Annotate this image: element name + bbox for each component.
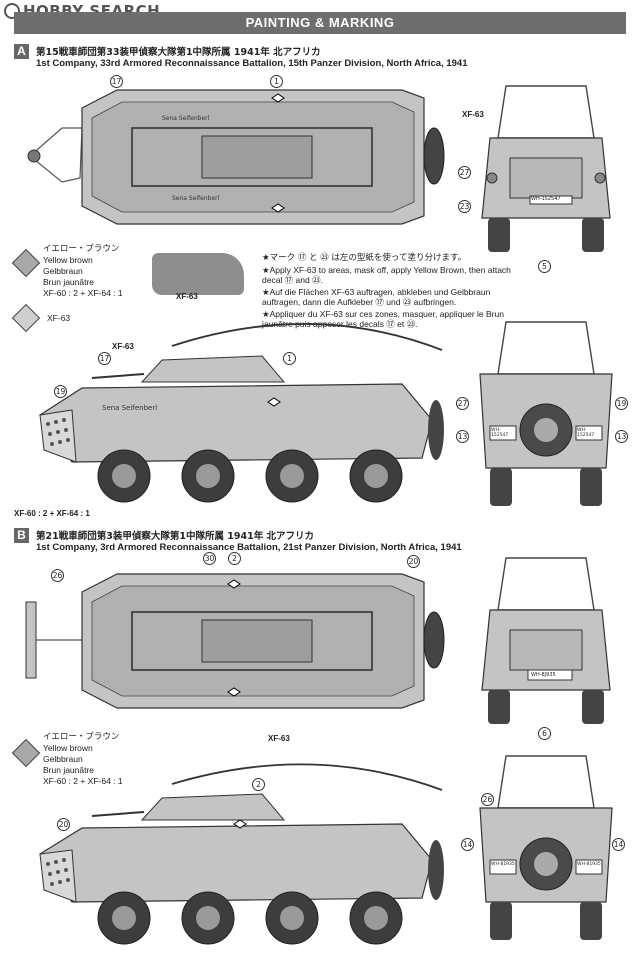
- callout-1-side: 1: [283, 352, 296, 365]
- section-a-front-view: [481, 85, 611, 252]
- section-a-title-en: 1st Company, 33rd Armored Reconnaissance…: [36, 58, 468, 69]
- front-a-plate: WH-152547: [531, 196, 561, 202]
- callout-13-rear-right: 13: [615, 430, 628, 443]
- yellow-brown-swatch-a: [11, 248, 41, 278]
- callout-27: 27: [458, 166, 471, 179]
- rear-b-plate-right: WH-81935: [577, 862, 601, 867]
- svg-text:Sena Seifenberl: Sena Seifenberl: [162, 115, 210, 122]
- section-a-top-view: Sena Seifenberl Sena Seifenberl: [27, 89, 445, 225]
- callout-26: 26: [51, 569, 64, 582]
- callout-19-rear: 19: [615, 397, 628, 410]
- section-b-front-view: [481, 557, 611, 724]
- callout-26-rear: 26: [481, 793, 494, 806]
- mask-template-shape: [152, 253, 244, 295]
- rear-a-plate-right: WH-152547: [577, 428, 595, 438]
- callout-5: 5: [538, 260, 551, 273]
- section-a-title-jp: 第15戦車師団第33装甲偵察大隊第1中隊所属 1941年 北アフリカ: [36, 47, 321, 58]
- front-a-paint-label: XF-63: [462, 110, 484, 119]
- instruction-notes: ★マーク ⑰ と ㉓ は左の型紙を使って塗り分けます。 ★Apply XF-63…: [262, 253, 511, 329]
- callout-14-rear-left: 14: [461, 838, 474, 851]
- callout-20-side: 20: [57, 818, 70, 831]
- section-b-title-en: 1st Company, 3rd Armored Reconnaissance …: [36, 542, 462, 553]
- section-b-top-view: [25, 573, 445, 709]
- section-a-rear-view: [479, 321, 613, 506]
- rear-b-plate-left: WH-81935: [491, 862, 515, 867]
- svg-text:Sena Seifenberl: Sena Seifenberl: [102, 404, 157, 412]
- legend-b: イエロー・ブラウン Yellow brown Gelbbraun Brun ja…: [43, 732, 123, 786]
- callout-2-side: 2: [252, 778, 265, 791]
- section-b-side-view: [39, 763, 444, 945]
- logo-icon: [4, 3, 20, 19]
- callout-19-side: 19: [54, 385, 67, 398]
- section-a-side-view: Sena Seifenberl: [39, 323, 444, 503]
- callout-20: 20: [407, 555, 420, 568]
- callout-30: 30: [203, 552, 216, 565]
- callout-6: 6: [538, 727, 551, 740]
- front-b-plate: WH-8J935: [531, 672, 556, 678]
- callout-1: 1: [270, 75, 283, 88]
- callout-2: 2: [228, 552, 241, 565]
- side-b-paint-top: XF-63: [268, 734, 290, 743]
- legend-a-grey: XF-63: [47, 313, 71, 323]
- callout-27-rear: 27: [456, 397, 469, 410]
- callout-13-rear-left: 13: [456, 430, 469, 443]
- section-b-letter: B: [14, 528, 29, 543]
- side-a-paint-top: XF-63: [176, 292, 198, 301]
- side-a-paint-turret: XF-63: [112, 342, 134, 351]
- section-b-rear-view: [479, 755, 613, 940]
- legend-a: イエロー・ブラウン Yellow brown Gelbbraun Brun ja…: [43, 244, 123, 298]
- callout-14-rear-right: 14: [612, 838, 625, 851]
- callout-23: 23: [458, 200, 471, 213]
- svg-text:Sena Seifenberl: Sena Seifenberl: [172, 195, 220, 202]
- callout-17: 17: [110, 75, 123, 88]
- callout-17-side: 17: [98, 352, 111, 365]
- page-title: PAINTING & MARKING: [14, 12, 626, 34]
- section-b-title-jp: 第21戦車師団第3装甲偵察大隊第1中隊所属 1941年 北アフリカ: [36, 531, 314, 542]
- section-a-letter: A: [14, 44, 29, 59]
- side-a-paint-bottom: XF-60 : 2 + XF-64 : 1: [14, 509, 90, 518]
- rear-a-plate-left: WH-152547: [491, 428, 509, 438]
